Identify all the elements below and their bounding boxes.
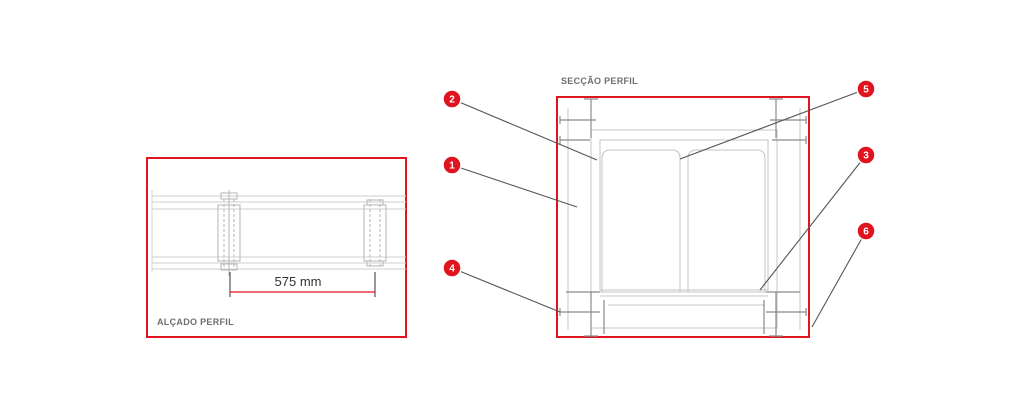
section-bolts [559,98,807,337]
elevation-title: ALÇADO PERFIL [157,317,234,327]
elevation-connector-right [363,199,387,267]
section-title: SECÇÃO PERFIL [561,76,638,86]
elevation-view: 575 mm ALÇADO PERFIL [146,157,407,338]
leader-1 [451,164,578,208]
leader-6 [811,230,867,328]
callout-number: 1 [449,161,455,172]
callout-number: 5 [863,85,869,96]
leader-3 [759,154,867,291]
callout-number: 4 [449,264,455,275]
callout-badge-2: 2 [442,89,462,109]
leader-2 [451,98,598,161]
callout-badge-4: 4 [442,258,462,278]
section-view: SECÇÃO PERFIL [451,76,867,338]
section-frame [556,96,810,338]
callout-number: 2 [449,95,455,106]
callout-number: 3 [863,151,869,162]
section-profile [567,108,801,330]
callout-badge-6: 6 [856,221,876,241]
callout-badge-1: 1 [442,155,462,175]
elevation-frame [146,157,407,338]
leader-5 [679,88,867,160]
callout-badge-3: 3 [856,145,876,165]
elevation-connector-left [217,190,241,276]
elevation-beam [151,190,406,272]
callout-number: 6 [863,227,869,238]
callout-badge-5: 5 [856,79,876,99]
dimension-line [229,272,376,297]
dimension-label: 575 mm [275,274,322,289]
leader-lines [451,88,867,328]
leader-4 [451,267,561,313]
